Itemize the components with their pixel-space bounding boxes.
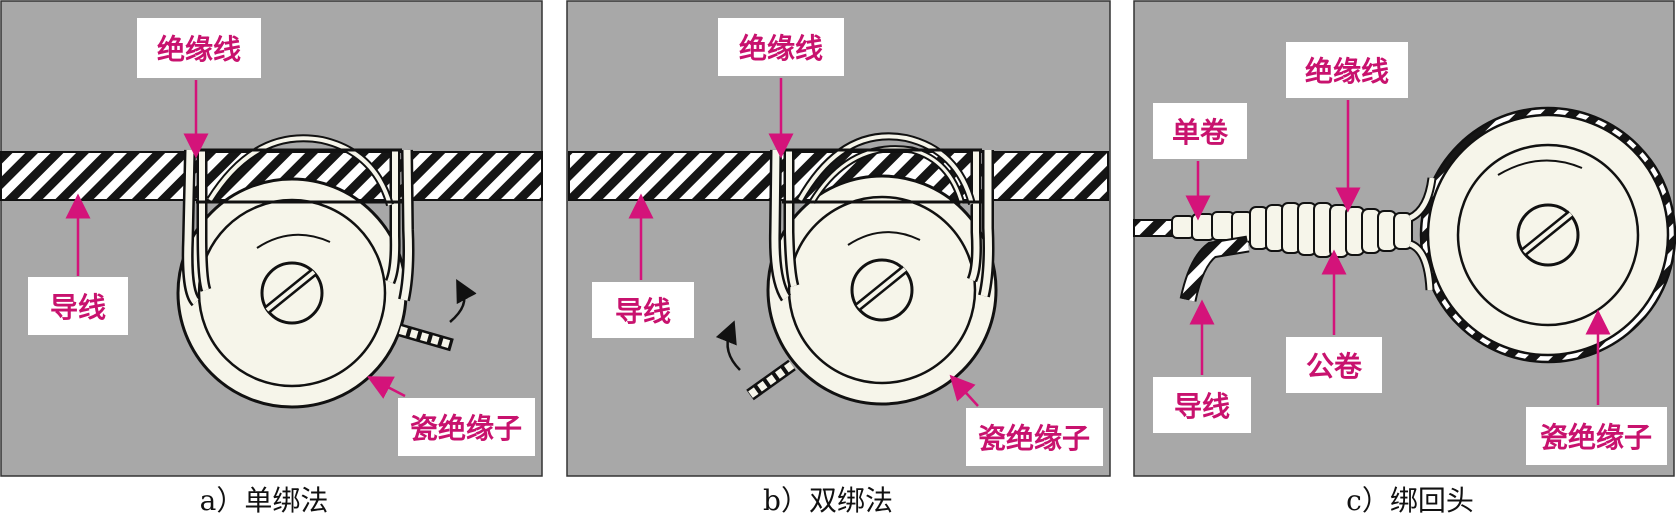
panel-a-insulator-label-box <box>398 398 535 456</box>
panel-c-wire-wrap <box>1133 177 1437 302</box>
panel-c-common-wrap-label-box <box>1286 337 1382 393</box>
panel-a-conductor-label: 导线 <box>50 291 106 324</box>
panel-c-insulator <box>1419 106 1676 364</box>
panel-a-insulator <box>176 177 408 409</box>
panel-a-insulated-wire-label-box <box>137 18 261 78</box>
panel-b-rotation-arrow <box>715 320 741 371</box>
panel-a-rotation-arrow <box>449 278 477 323</box>
panel-b-insulated-wire-label: 绝缘线 <box>739 32 823 65</box>
panel-b-insulated-wire-label-box <box>718 18 844 76</box>
panel-b-insulator <box>766 174 998 406</box>
panel-c-insulated-wire-label: 绝缘线 <box>1305 55 1389 88</box>
panel-a-caption: a）单绑法 <box>200 484 329 517</box>
panel-b-binding-wire <box>746 132 995 401</box>
panel-a-insulator-label: 瓷绝缘子 <box>410 412 522 445</box>
panel-b-insulator-label: 瓷绝缘子 <box>978 422 1090 455</box>
panel-c: 绝缘线 单卷 公卷 导线 瓷绝缘子 c）绑回头 <box>1133 0 1676 517</box>
panel-c-insulated-wire-label-box <box>1286 42 1408 98</box>
panel-b-insulator-label-box <box>966 408 1103 466</box>
panel-c-insulator-label: 瓷绝缘子 <box>1540 421 1652 454</box>
panel-c-conductor-label-box <box>1153 377 1251 433</box>
panel-c-single-wrap-label-box <box>1153 103 1247 159</box>
panel-a-insulator-arrow <box>366 376 406 399</box>
panel-b-caption: b）双绑法 <box>763 484 893 517</box>
panel-c-caption: c）绑回头 <box>1346 484 1474 517</box>
panel-a-insulated-wire-label: 绝缘线 <box>157 33 241 66</box>
panel-c-conductor-label: 导线 <box>1174 390 1230 423</box>
panel-a-conductor-label-box <box>28 277 128 335</box>
panel-c-insulator-label-box <box>1526 407 1667 465</box>
panel-b-conductor-label-box <box>592 282 694 338</box>
panel-c-single-wrap-label: 单卷 <box>1172 116 1229 149</box>
panel-b: 绝缘线 导线 瓷绝缘子 b）双绑法 <box>566 0 1111 517</box>
panel-b-insulator-arrow <box>949 374 979 407</box>
panel-c-common-wrap-label: 公卷 <box>1306 350 1363 383</box>
panel-a-binding-wire <box>181 134 454 352</box>
panel-b-conductor-label: 导线 <box>615 295 671 328</box>
panel-a: 绝缘线 导线 瓷绝缘子 a）单绑法 <box>0 0 543 517</box>
